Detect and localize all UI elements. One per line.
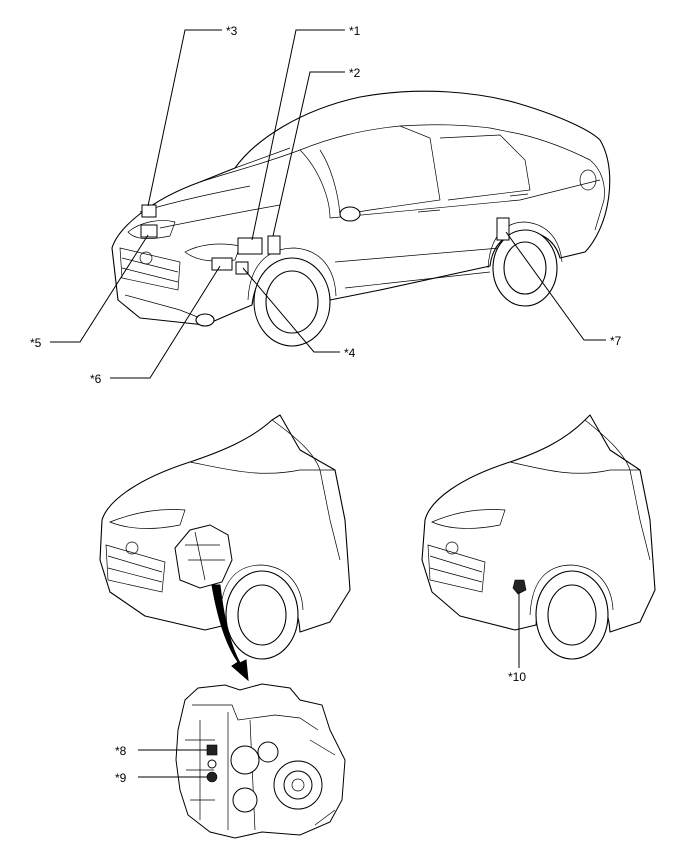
leader-lines-top bbox=[50, 29, 606, 379]
component-5 bbox=[140, 224, 158, 238]
component-6 bbox=[211, 257, 233, 271]
callout-9: *9 bbox=[115, 771, 127, 785]
component-10 bbox=[512, 579, 527, 595]
component-7 bbox=[496, 217, 510, 241]
callout-2: *2 bbox=[349, 66, 361, 80]
transmission-highlight bbox=[174, 524, 233, 589]
component-9 bbox=[206, 771, 218, 783]
component-2 bbox=[267, 235, 281, 255]
component-8 bbox=[206, 744, 218, 756]
callout-4: *4 bbox=[344, 346, 356, 360]
callout-6: *6 bbox=[90, 372, 102, 386]
callout-7: *7 bbox=[610, 334, 622, 348]
front-view-left bbox=[99, 414, 351, 660]
transmission-detail bbox=[175, 683, 346, 839]
component-marks-top bbox=[140, 204, 510, 275]
component-1 bbox=[237, 237, 263, 255]
front-view-right bbox=[421, 414, 656, 660]
callout-8: *8 bbox=[115, 744, 127, 758]
detail-arrow bbox=[211, 584, 249, 682]
sedan-illustration bbox=[111, 90, 611, 347]
callout-10: *10 bbox=[508, 670, 526, 684]
component-3 bbox=[141, 204, 157, 218]
callout-1: *1 bbox=[349, 24, 361, 38]
callout-3: *3 bbox=[226, 24, 238, 38]
callout-5: *5 bbox=[30, 336, 42, 350]
